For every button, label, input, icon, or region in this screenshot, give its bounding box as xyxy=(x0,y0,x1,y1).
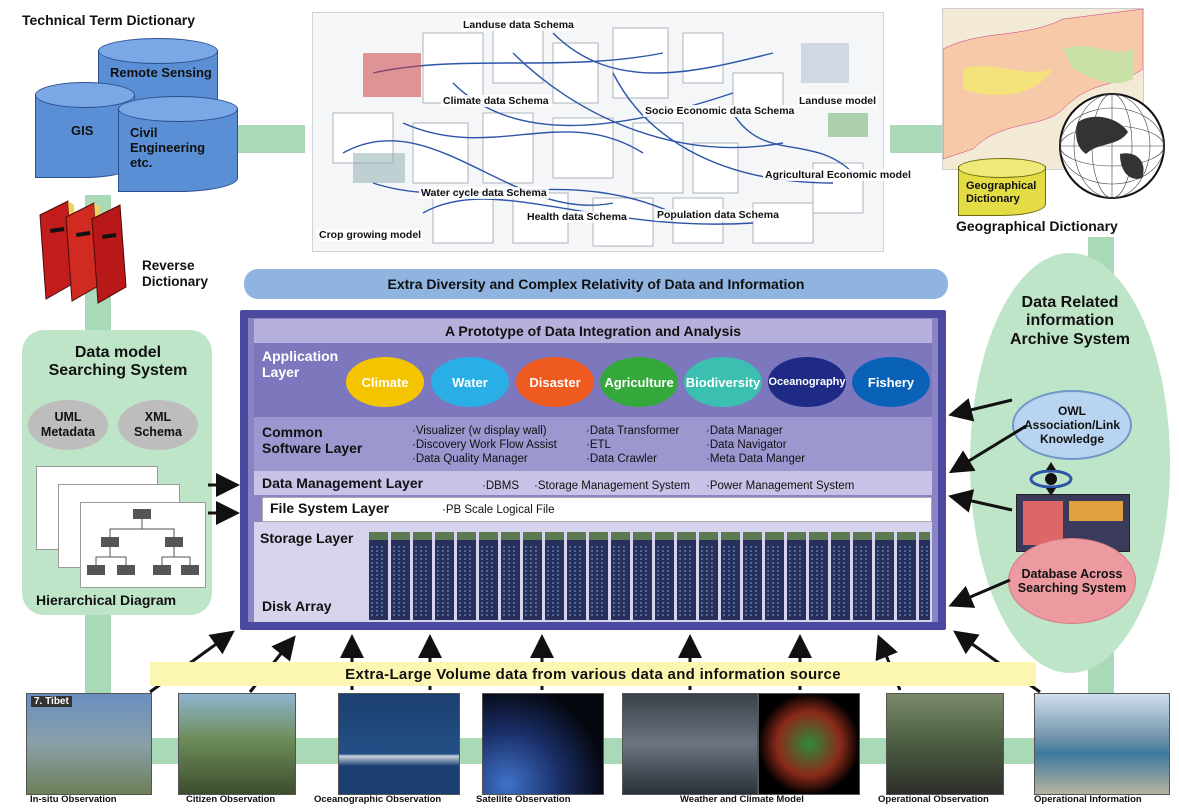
dm-item: ·DBMS xyxy=(482,480,520,492)
database-across-search: Database Across Searching System xyxy=(1008,538,1136,624)
schema-population: Population data Schema xyxy=(655,209,781,221)
app-oceanography[interactable]: Oceanography xyxy=(768,357,846,407)
caption-operational-information: Operational Information xyxy=(1034,794,1142,805)
caption-weather-model: Weather and Climate Model xyxy=(680,794,804,805)
gis-label: GIS xyxy=(71,123,94,138)
caption-satellite: Satellite Observation xyxy=(476,794,571,805)
software-item: ·ETL xyxy=(586,439,611,451)
extra-diversity-text: Extra Diversity and Complex Relativity o… xyxy=(387,276,805,292)
owl-knowledge: OWL Association/Link Knowledge xyxy=(1012,390,1132,460)
sync-icon xyxy=(1029,462,1073,496)
caption-in-situ: In-situ Observation xyxy=(30,794,117,805)
storage-layer-label: Storage Layer xyxy=(260,530,354,546)
schema-climate: Climate data Schema xyxy=(441,95,551,107)
data-management-layer-band xyxy=(254,471,932,495)
technical-term-dictionary-title: Technical Term Dictionary xyxy=(22,12,195,28)
common-software-layer-label: Common Software Layer xyxy=(262,424,363,457)
hierarchical-diagram-label: Hierarchical Diagram xyxy=(36,592,177,608)
photo-satellite xyxy=(482,693,604,795)
hierarchical-diagram-stack xyxy=(36,466,206,588)
software-item: ·Data Crawler xyxy=(586,453,657,465)
civil-engineering-label: Civil Engineering etc. xyxy=(130,125,206,170)
software-item: ·Meta Data Manger xyxy=(706,453,806,465)
band-top-right xyxy=(890,125,942,153)
geographical-dictionary-title: Geographical Dictionary xyxy=(956,218,1118,234)
reverse-dictionary-label: Reverse Dictionary xyxy=(142,258,209,289)
extra-large-text: Extra-Large Volume data from various dat… xyxy=(345,665,841,683)
fs-item: ·PB Scale Logical File xyxy=(442,504,555,516)
app-biodiversity[interactable]: Biodiversity xyxy=(684,357,762,407)
database-geographical-dictionary: Geographical Dictionary xyxy=(958,158,1046,216)
prototype-title-bar: A Prototype of Data Integration and Anal… xyxy=(254,319,932,343)
software-item: ·Data Navigator xyxy=(706,439,787,451)
disk-array-label: Disk Array xyxy=(262,598,332,614)
common-software-layer-band xyxy=(254,417,932,471)
dm-item: ·Storage Management System xyxy=(534,480,690,492)
dm-item: ·Power Management System xyxy=(706,480,855,492)
data-management-layer-label: Data Management Layer xyxy=(262,475,424,491)
app-climate[interactable]: Climate xyxy=(346,357,424,407)
photo-in-situ: 7. Tibet xyxy=(26,693,152,795)
remote-sensing-label: Remote Sensing xyxy=(110,65,212,80)
app-fishery[interactable]: Fishery xyxy=(852,357,930,407)
software-item: ·Visualizer (w display wall) xyxy=(412,425,547,437)
schema-water-cycle: Water cycle data Schema xyxy=(419,187,549,199)
software-item: ·Data Manager xyxy=(706,425,783,437)
app-water[interactable]: Water xyxy=(431,357,509,407)
schema-health: Health data Schema xyxy=(525,211,629,223)
software-item: ·Data Transformer xyxy=(586,425,680,437)
archive-title: Data Related information Archive System xyxy=(1009,294,1131,348)
prototype-title: A Prototype of Data Integration and Anal… xyxy=(444,323,742,339)
data-model-title: Data model Searching System xyxy=(48,344,188,380)
globe-icon xyxy=(1059,93,1165,199)
photo-operational-observation xyxy=(886,693,1004,795)
schema-collage: Landuse data Schema Climate data Schema … xyxy=(312,12,913,252)
schema-landuse-model: Landuse model xyxy=(797,95,879,107)
owl-label: OWL Association/Link Knowledge xyxy=(1023,404,1121,446)
schema-crop: Crop growing model xyxy=(317,229,424,241)
file-system-layer-label: File System Layer xyxy=(270,500,390,516)
schema-socio: Socio Economic data Schema xyxy=(643,105,797,117)
xml-schema: XML Schema xyxy=(118,400,198,450)
schema-landuse: Landuse data Schema xyxy=(461,19,576,31)
db-across-label: Database Across Searching System xyxy=(1017,567,1127,595)
photo-citizen xyxy=(178,693,296,795)
file-system-layer-band xyxy=(262,497,932,522)
asia-map xyxy=(942,8,1144,170)
photo-climate-globe xyxy=(758,693,860,795)
tree-icon xyxy=(87,509,199,575)
photo-weather-model xyxy=(622,693,758,795)
app-agriculture[interactable]: Agriculture xyxy=(600,357,678,407)
photo-operational-information xyxy=(1034,693,1170,795)
software-item: ·Data Quality Manager xyxy=(412,453,528,465)
caption-operational-observation: Operational Observation xyxy=(878,794,989,805)
app-disaster[interactable]: Disaster xyxy=(516,357,594,407)
schema-agri-econ: Agricultural Economic model xyxy=(763,169,913,181)
tibet-label: 7. Tibet xyxy=(31,696,72,707)
geo-dictionary-small-label: Geographical Dictionary xyxy=(966,180,1037,205)
database-civil-engineering: Civil Engineering etc. xyxy=(118,96,238,192)
caption-citizen: Citizen Observation xyxy=(186,794,276,805)
application-layer-label: Application Layer xyxy=(262,348,339,381)
extra-large-bar: Extra-Large Volume data from various dat… xyxy=(150,662,1036,686)
software-item: ·Discovery Work Flow Assist xyxy=(412,439,557,451)
uml-metadata: UML Metadata xyxy=(28,400,108,450)
books-icon xyxy=(39,200,127,304)
extra-diversity-bar: Extra Diversity and Complex Relativity o… xyxy=(244,269,948,299)
caption-oceanographic: Oceanographic Observation xyxy=(314,794,442,805)
photo-oceanographic xyxy=(338,693,460,795)
disk-array xyxy=(368,532,930,620)
